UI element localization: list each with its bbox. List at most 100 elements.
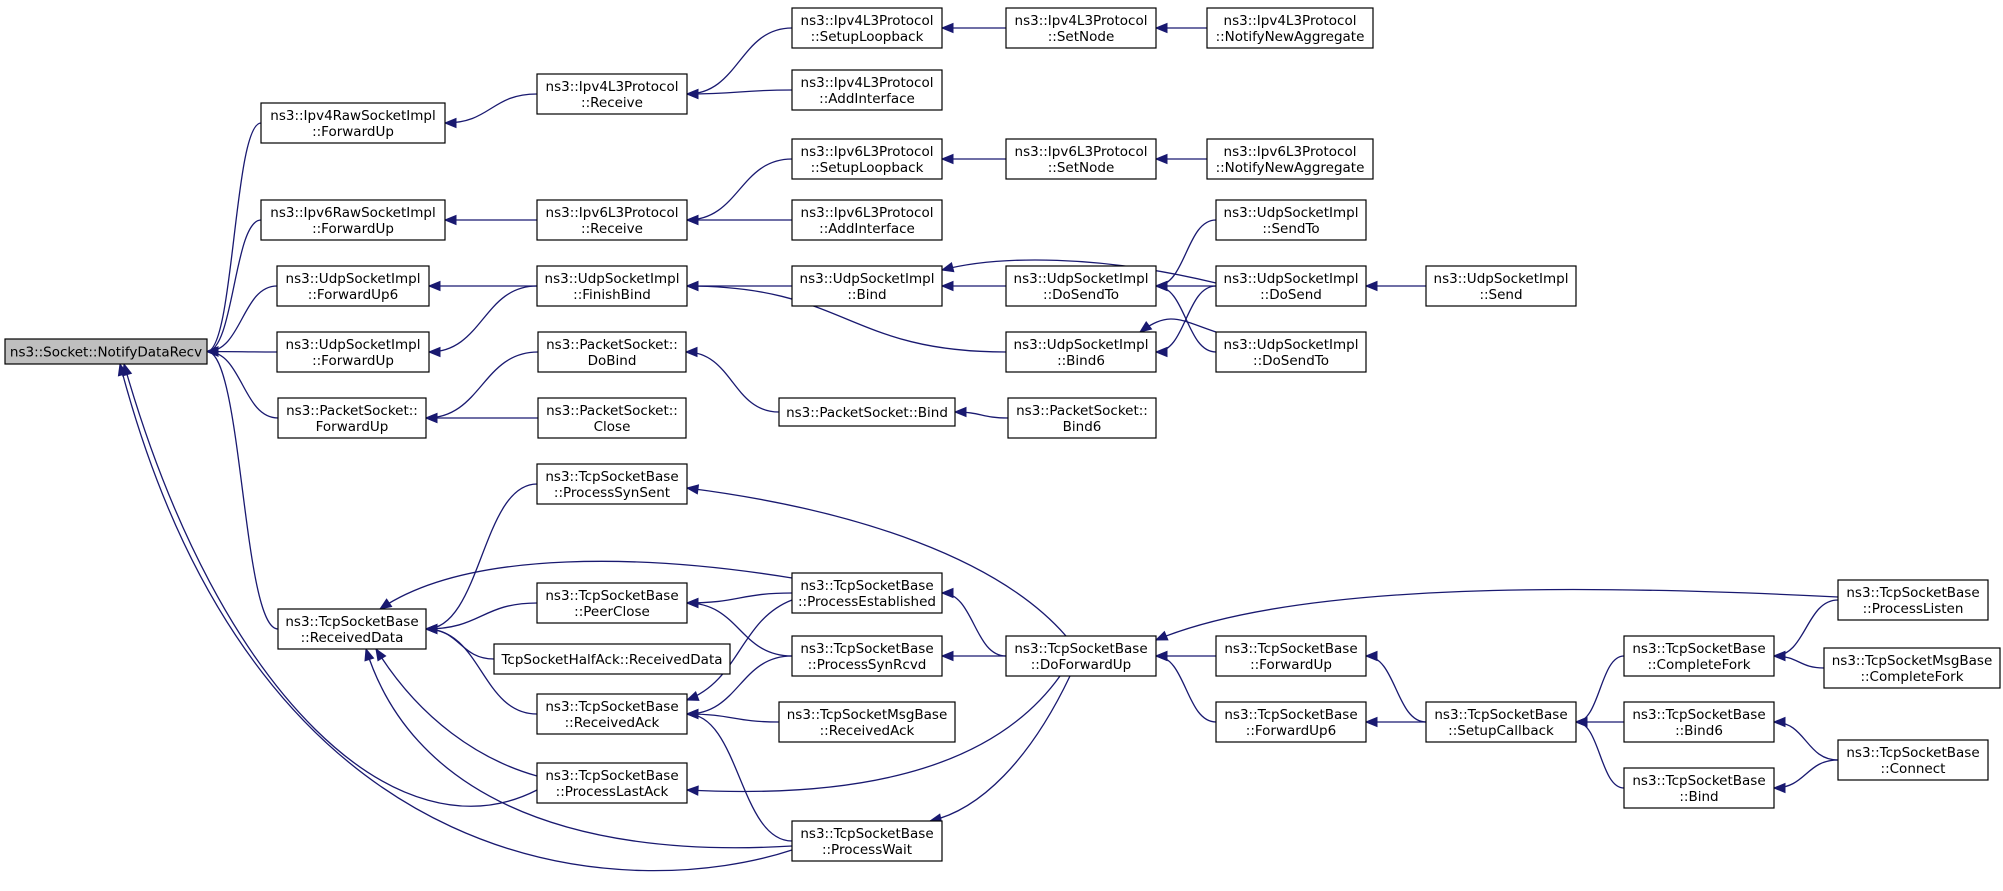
node-ipv4l3-notify[interactable]: ns3::Ipv4L3Protocol::NotifyNewAggregate	[1206, 7, 1374, 49]
arrow-head-icon	[1154, 650, 1168, 662]
edge-line	[686, 713, 793, 842]
node-box	[277, 397, 427, 439]
node-tcp-completefork[interactable]: ns3::TcpSocketBase::CompleteFork	[1623, 635, 1775, 677]
node-udp-sendto[interactable]: ns3::UdpSocketImpl::SendTo	[1215, 199, 1367, 241]
node-box	[778, 397, 956, 427]
node-udp-bind[interactable]: ns3::UdpSocketImpl::Bind	[791, 265, 943, 307]
node-pkt-bind[interactable]: ns3::PacketSocket::Bind	[778, 397, 956, 427]
edge-line	[1773, 721, 1839, 761]
node-halfack[interactable]: TcpSocketHalfAck::ReceivedData	[493, 643, 731, 675]
node-box	[791, 265, 943, 307]
node-tcp-setupcb[interactable]: ns3::TcpSocketBase::SetupCallback	[1425, 701, 1577, 743]
node-udp-dosend[interactable]: ns3::UdpSocketImpl::DoSend	[1215, 265, 1367, 307]
node-box	[260, 102, 446, 144]
node-ipv6l3-setnode[interactable]: ns3::Ipv6L3Protocol::SetNode	[1005, 138, 1157, 180]
node-box	[1837, 739, 1989, 781]
edge-line	[206, 285, 278, 353]
node-label: ns3::UdpSocketImpl	[1224, 271, 1359, 287]
node-label: ::CompleteFork	[1647, 657, 1750, 673]
node-udp-dosendto2[interactable]: ns3::UdpSocketImpl::DoSendTo	[1215, 331, 1367, 373]
node-box	[791, 199, 943, 241]
node-ipv4l3-recv[interactable]: ns3::Ipv4L3Protocol::Receive	[536, 73, 688, 115]
edge-ipv4raw_fwd-to-notify	[205, 122, 262, 357]
node-ipv6l3-addif[interactable]: ns3::Ipv6L3Protocol::AddInterface	[791, 199, 943, 241]
node-label: ns3::Ipv6L3Protocol	[801, 144, 934, 160]
edge-ipv6l3_addif-to-ipv6l3_recv	[685, 214, 792, 226]
node-ipv4raw-fwd[interactable]: ns3::Ipv4RawSocketImpl::ForwardUp	[260, 102, 446, 144]
node-udp-fwd[interactable]: ns3::UdpSocketImpl::ForwardUp	[276, 331, 430, 373]
node-ipv4l3-setuplb[interactable]: ns3::Ipv4L3Protocol::SetupLoopback	[791, 7, 943, 49]
node-tcp-peerclose[interactable]: ns3::TcpSocketBase::PeerClose	[536, 582, 688, 624]
node-tcp-synrcvd[interactable]: ns3::TcpSocketBase::ProcessSynRcvd	[791, 635, 943, 677]
node-box	[1005, 138, 1157, 180]
node-label: ns3::PacketSocket::Bind	[786, 405, 948, 421]
node-label: ns3::Ipv6L3Protocol	[546, 205, 679, 221]
node-tcpmsg-recvack[interactable]: ns3::TcpSocketMsgBase::ReceivedAck	[778, 701, 956, 743]
edge-line	[206, 219, 262, 353]
node-udp-fwd6[interactable]: ns3::UdpSocketImpl::ForwardUp6	[276, 265, 430, 307]
node-ipv4l3-setnode[interactable]: ns3::Ipv4L3Protocol::SetNode	[1005, 7, 1157, 49]
node-box	[791, 572, 943, 614]
node-label: ::DoSendTo	[1253, 353, 1329, 369]
node-box	[260, 199, 446, 241]
node-ipv4l3-addif[interactable]: ns3::Ipv4L3Protocol::AddInterface	[791, 69, 943, 111]
edge-line	[119, 363, 793, 872]
node-tcp-connect[interactable]: ns3::TcpSocketBase::Connect	[1837, 739, 1989, 781]
edge-udp_bind6-to-udp_finishbind	[685, 280, 1007, 353]
arrow-head-icon	[685, 708, 699, 720]
edge-udp_dosendto2-to-udp_dosendto	[1154, 280, 1217, 353]
node-label: ::SetupLoopback	[811, 160, 924, 176]
node-label: ns3::TcpSocketBase	[285, 614, 418, 630]
node-tcp-fwdup[interactable]: ns3::TcpSocketBase::ForwardUp	[1215, 635, 1367, 677]
edge-line	[686, 599, 793, 701]
arrow-head-icon	[1154, 346, 1168, 358]
node-tcp-doforwardup[interactable]: ns3::TcpSocketBase::DoForwardUp	[1005, 635, 1157, 677]
arrow-head-icon	[940, 153, 954, 165]
node-tcp-fwdup6[interactable]: ns3::TcpSocketBase::ForwardUp6	[1215, 701, 1367, 743]
node-ipv6l3-recv[interactable]: ns3::Ipv6L3Protocol::Receive	[536, 199, 688, 241]
node-tcp-recvdata[interactable]: ns3::TcpSocketBase::ReceivedData	[277, 608, 427, 650]
arrow-head-icon	[940, 650, 954, 662]
node-notify[interactable]: ns3::Socket::NotifyDataRecv	[4, 338, 208, 365]
node-label: ::AddInterface	[819, 91, 915, 107]
edge-ipv4l3_setnode-to-ipv4l3_setuplb	[940, 22, 1006, 34]
node-tcpmsg-completefork[interactable]: ns3::TcpSocketMsgBase::CompleteFork	[1823, 647, 2001, 689]
arrow-head-icon	[953, 406, 967, 418]
node-box	[1823, 647, 2001, 689]
node-label: ns3::TcpSocketBase	[1434, 707, 1567, 723]
node-pkt-bind6[interactable]: ns3::PacketSocket::Bind6	[1007, 397, 1157, 439]
node-tcp-lastack[interactable]: ns3::TcpSocketBase::ProcessLastAck	[536, 762, 688, 804]
node-pkt-close[interactable]: ns3::PacketSocket::Close	[537, 397, 687, 439]
node-udp-dosendto[interactable]: ns3::UdpSocketImpl::DoSendTo	[1005, 265, 1157, 307]
node-label: ns3::TcpSocketBase	[800, 641, 933, 657]
node-tcp-bind6[interactable]: ns3::TcpSocketBase::Bind6	[1623, 701, 1775, 743]
node-ipv6raw-fwd[interactable]: ns3::Ipv6RawSocketImpl::ForwardUp	[260, 199, 446, 241]
node-tcp-wait[interactable]: ns3::TcpSocketBase::ProcessWait	[791, 820, 943, 862]
node-udp-send[interactable]: ns3::UdpSocketImpl::Send	[1425, 265, 1577, 307]
edge-udp_sendto-to-udp_dosendto	[1154, 219, 1217, 292]
node-label: ns3::TcpSocketBase	[800, 826, 933, 842]
node-ipv6l3-notify[interactable]: ns3::Ipv6L3Protocol::NotifyNewAggregate	[1206, 138, 1374, 180]
node-tcp-synsent[interactable]: ns3::TcpSocketBase::ProcessSynSent	[536, 463, 688, 505]
node-label: ::ProcessListen	[1863, 601, 1964, 617]
arrow-head-icon	[1772, 650, 1786, 662]
edge-line	[1575, 721, 1625, 789]
node-pkt-dobind[interactable]: ns3::PacketSocket::DoBind	[537, 331, 687, 373]
node-pkt-fwd[interactable]: ns3::PacketSocket::ForwardUp	[277, 397, 427, 439]
arrow-head-icon	[424, 412, 438, 424]
node-tcp-recvack[interactable]: ns3::TcpSocketBase::ReceivedAck	[536, 693, 688, 735]
node-tcp-established[interactable]: ns3::TcpSocketBase::ProcessEstablished	[791, 572, 943, 614]
node-udp-bind6[interactable]: ns3::UdpSocketImpl::Bind6	[1005, 331, 1157, 373]
node-label: ::CompleteFork	[1860, 669, 1963, 685]
node-label: ns3::Ipv6RawSocketImpl	[270, 205, 435, 221]
node-udp-finishbind[interactable]: ns3::UdpSocketImpl::FinishBind	[536, 265, 688, 307]
node-ipv6l3-setuplb[interactable]: ns3::Ipv6L3Protocol::SetupLoopback	[791, 138, 943, 180]
edge-ipv4l3_addif-to-ipv4l3_recv	[685, 88, 793, 100]
node-tcp-listen[interactable]: ns3::TcpSocketBase::ProcessListen	[1837, 579, 1989, 621]
node-label: ::NotifyNewAggregate	[1216, 160, 1365, 176]
edge-line	[444, 93, 538, 124]
node-tcp-bind[interactable]: ns3::TcpSocketBase::Bind	[1623, 767, 1775, 809]
node-label: ::ForwardUp6	[308, 287, 398, 303]
edge-line	[375, 648, 538, 777]
edge-line	[428, 285, 538, 353]
